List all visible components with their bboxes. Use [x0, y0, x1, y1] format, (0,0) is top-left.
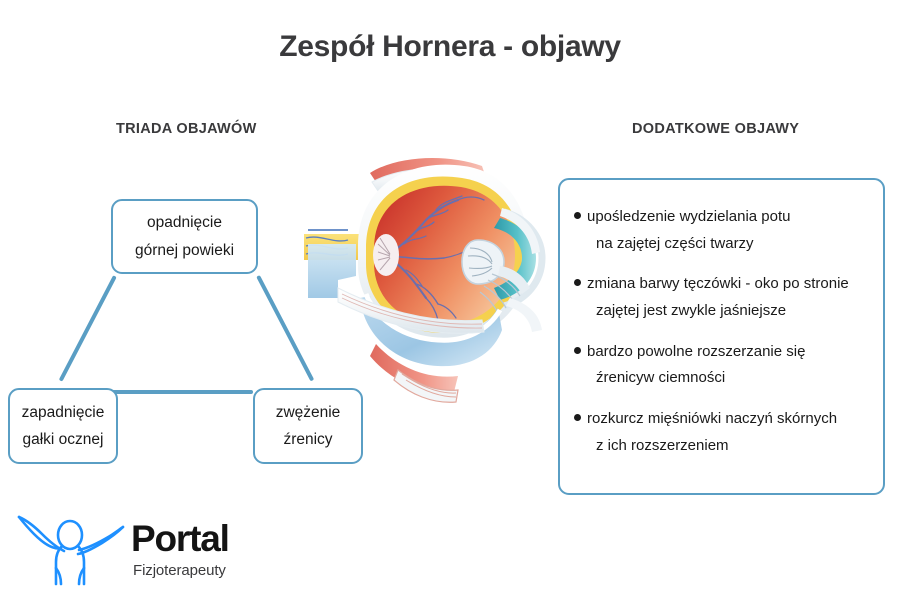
lower-band-striations: [341, 293, 483, 329]
inferior-tendon-striations: [401, 373, 457, 398]
logo-tagline: Fizjoterapeuty: [133, 562, 226, 579]
symptom-text: rozkurcz mięśniówki naczyń skórnych z ic…: [587, 406, 837, 459]
symptom-list-item: zmiana barwy tęczówki - oko po stronie z…: [574, 271, 869, 324]
symptom-text: bardzo powolne rozszerzanie się źrenicyw…: [587, 339, 805, 392]
eye-cross-section-illustration: [304, 157, 546, 403]
bullet-dot-icon: [574, 414, 581, 422]
person-with-open-arms-icon: [17, 515, 125, 586]
symptom-text: zmiana barwy tęczówki - oko po stronie z…: [587, 271, 849, 324]
optic-disc-striations: [377, 237, 391, 271]
ciliary-body: [498, 266, 530, 294]
symptom-line1: upośledzenie wydzielania potu: [587, 208, 791, 225]
triad-box-miosis: zwężenie źrenicy: [253, 388, 363, 464]
optic-nerve-sheath: [308, 244, 356, 298]
symptom-line2: źrenicyw ciemności: [596, 369, 726, 387]
additional-section-heading: DODATKOWE OBJAWY: [632, 121, 800, 137]
zonular-fibers: [479, 273, 521, 315]
cornea: [494, 218, 536, 300]
bullet-dot-icon: [574, 279, 581, 287]
inferior-tendon: [393, 369, 459, 403]
symptom-line2: na zajętej części twarzy: [596, 234, 754, 252]
symptom-list-item: bardzo powolne rozszerzanie się źrenicyw…: [574, 339, 869, 392]
additional-symptoms-panel: upośledzenie wydzielania potu na zajętej…: [558, 178, 885, 495]
site-logo[interactable]: Portal Fizjoterapeuty: [14, 506, 264, 590]
bullet-dot-icon: [574, 212, 581, 219]
symptom-text: upośledzenie wydzielania potu na zajętej…: [587, 204, 790, 257]
triad-box-enophthalmos-line2: gałki ocznej: [22, 431, 104, 448]
triad-box-ptosis-line1: opadnięcie: [147, 214, 222, 232]
symptom-list-item: upośledzenie wydzielania potu na zajętej…: [574, 204, 869, 257]
triad-box-ptosis: opadnięcie górnej powieki: [111, 199, 258, 274]
connector-line-left: [58, 275, 117, 382]
retina: [374, 185, 515, 326]
vitreous-body: [360, 296, 502, 367]
symptom-line1: bardzo powolne rozszerzanie się: [587, 342, 806, 360]
triad-box-enophthalmos-line1: zapadnięcie: [21, 403, 105, 421]
triad-box-enophthalmos: zapadnięcie gałki ocznej: [8, 388, 118, 464]
symptom-list-item: rozkurcz mięśniówki naczyń skórnych z ic…: [574, 406, 869, 459]
logo-brand-name: Portal: [131, 518, 230, 559]
symptom-line2: z ich rozszerzeniem: [596, 436, 729, 454]
triad-box-ptosis-line2: górnej powieki: [134, 241, 235, 259]
bullet-dot-icon: [574, 346, 581, 354]
lens: [461, 239, 505, 285]
page-title: Zespół Hornera - objawy: [279, 30, 621, 63]
triad-box-miosis-line2: źrenicy: [283, 431, 333, 448]
symptom-line1: zmiana barwy tęczówki - oko po stronie: [587, 275, 849, 293]
logo-wordmark: Portal Fizjoterapeuty: [131, 520, 266, 578]
triad-box-miosis-line1: zwężenie: [275, 403, 341, 421]
symptom-line2: zajętej jest zwykle jaśniejsze: [596, 302, 787, 320]
triad-section-heading: TRIADA OBJAWÓW: [116, 121, 257, 137]
lens-striations: [467, 247, 493, 277]
connector-line-bottom: [55, 390, 253, 394]
anterior-sclera-wrap: [506, 298, 542, 332]
lower-sclera-band: [337, 287, 485, 334]
posterior-sclera-wrap: [500, 208, 540, 254]
symptom-line1: rozkurcz mięśniówki naczyń skórnych: [587, 410, 838, 428]
inferior-rectus-muscle: [370, 344, 458, 393]
